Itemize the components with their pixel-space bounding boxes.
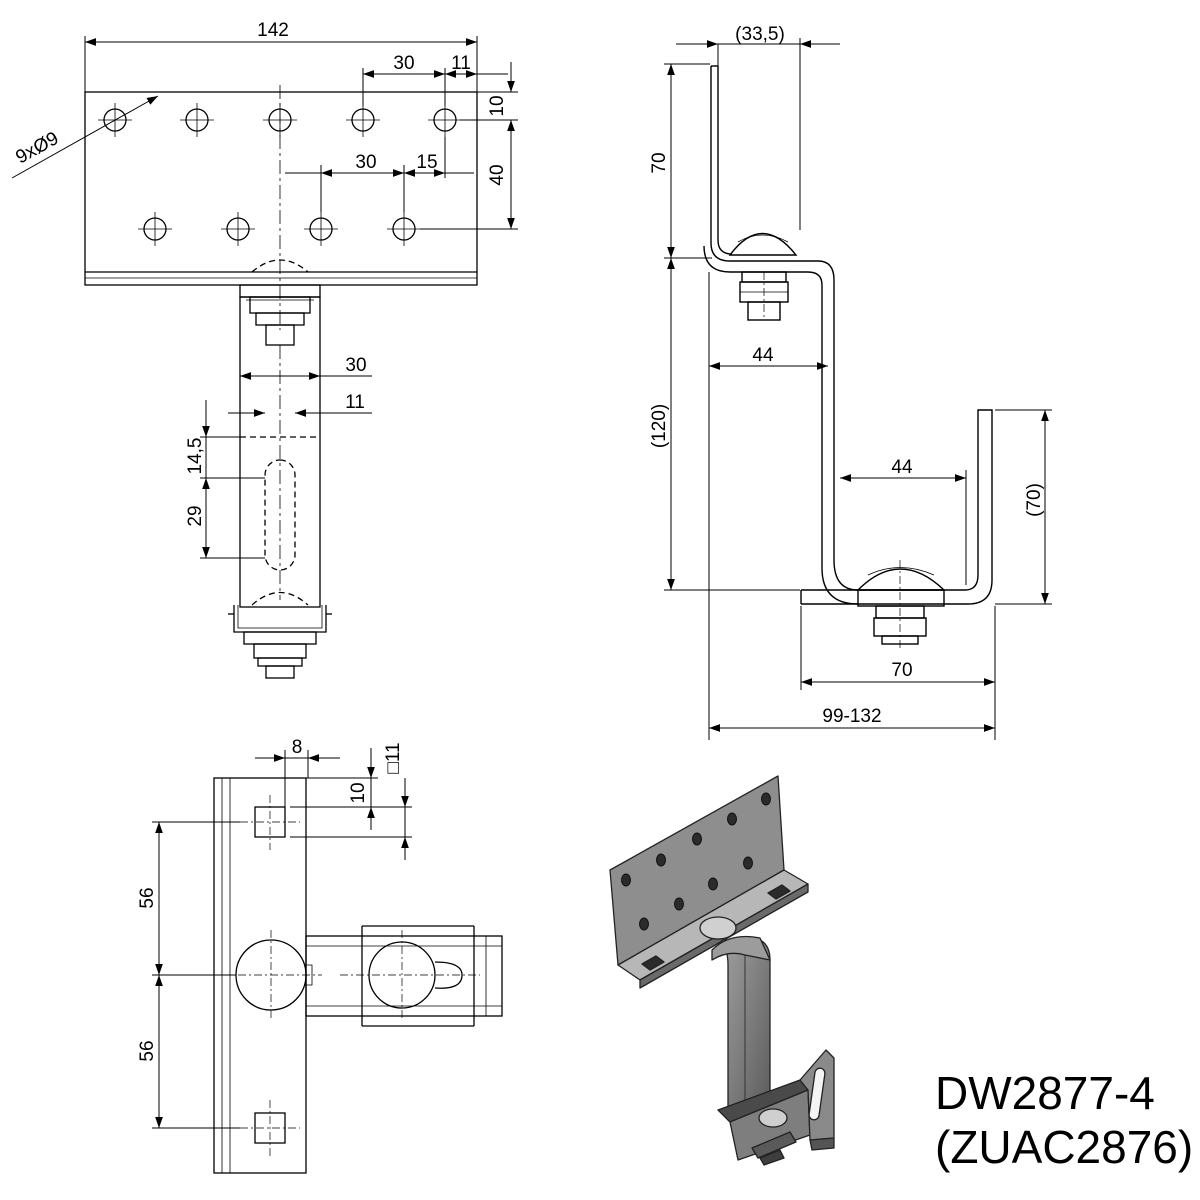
dim-adjust-range: 99-132: [822, 706, 881, 727]
dim-edge-offset-top: 11: [451, 53, 471, 74]
dim-hole-count-diameter: 9xØ9: [12, 128, 62, 168]
hole-row-top: [98, 103, 462, 137]
top-view: [84, 85, 478, 679]
dim-base-length: 70: [891, 660, 912, 681]
isometric-view: [609, 775, 835, 1166]
dim-square-hole: □11: [383, 742, 404, 773]
dim-flange-offset: (33,5): [735, 24, 785, 45]
dim-row-spacing: 40: [487, 164, 508, 185]
side-view: [703, 65, 993, 648]
part-number: DW2877-4: [935, 1067, 1155, 1119]
dim-hole-offset-x: 8: [292, 737, 303, 758]
adjustable-arm: [239, 296, 321, 608]
upper-flange: [703, 66, 993, 605]
dim-hole-pitch-bottom: 30: [355, 152, 376, 173]
adjust-slot: [264, 459, 296, 571]
dim-spacing-lower: 56: [137, 1040, 158, 1061]
dim-lower-reach: 44: [891, 457, 913, 478]
dim-upper-flange-height: 70: [649, 152, 670, 173]
dim-spacing-upper: 56: [137, 887, 158, 908]
arm-body: [305, 935, 503, 1017]
dim-slot-offset: 14,5: [185, 438, 206, 475]
dim-offset-bottom: 15: [416, 152, 437, 173]
dim-hole-offset-y: 10: [348, 782, 369, 803]
dim-slot-length: 29: [185, 505, 206, 526]
dim-arm-width: 30: [345, 355, 366, 376]
part-number-label: DW2877-4 (ZUAC2876): [935, 1066, 1193, 1174]
dim-width-142: 142: [257, 20, 289, 41]
hole-row-bottom: [138, 212, 421, 246]
dim-edge-offset-vertical: 10: [487, 95, 508, 116]
dim-hole-pitch-top: 30: [393, 53, 414, 74]
dim-lower-flange-height: (70): [1024, 483, 1045, 517]
dim-upper-reach: 44: [752, 345, 774, 366]
bottom-view: [213, 777, 503, 1174]
mounting-plate: [84, 91, 478, 286]
part-alt-number: (ZUAC2876): [935, 1121, 1194, 1173]
dim-total-height: (120): [649, 404, 670, 448]
dim-slot-width: 11: [345, 392, 365, 413]
